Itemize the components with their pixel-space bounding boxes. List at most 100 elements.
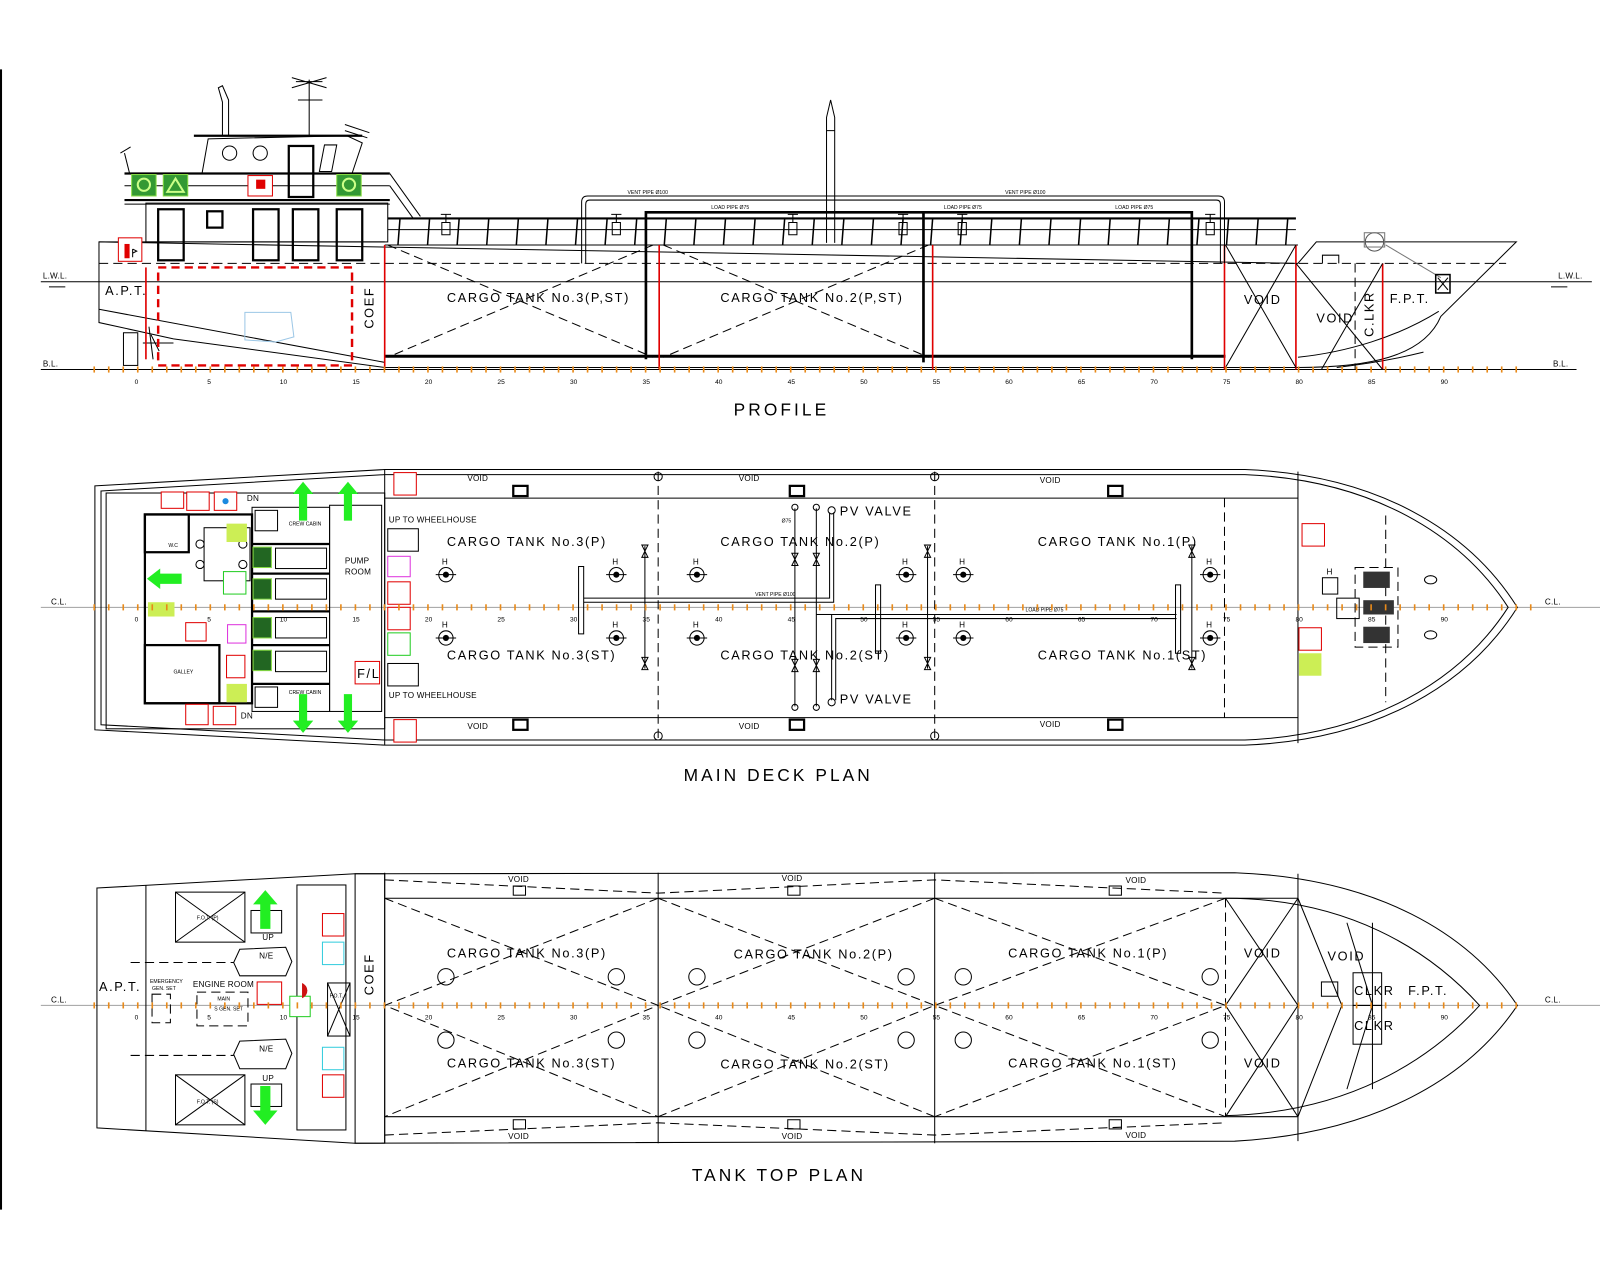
void-label: VOID	[1040, 720, 1061, 729]
tank1-port-label: CARGO TANK No.1(P)	[1008, 945, 1168, 960]
frame-number-label: 45	[788, 617, 796, 624]
load-pipe-label: LOAD PIPE Ø75	[711, 205, 749, 211]
fire-valve-icon	[185, 703, 209, 726]
cl-label-left: C.L.	[51, 597, 67, 606]
escape-arrow-up-icon	[253, 890, 278, 929]
void-label: VOID	[782, 1132, 803, 1141]
frame-number-label: 55	[933, 379, 941, 386]
frame-number-label: 30	[570, 617, 578, 624]
gate-valve-icon	[812, 552, 821, 566]
stairs-down-stbd	[254, 686, 279, 708]
cargo-mast	[826, 99, 836, 243]
suction-well	[688, 968, 706, 986]
rail-post	[1018, 218, 1023, 246]
apt-label: A.P.T.	[105, 283, 147, 298]
manhole	[512, 484, 529, 498]
main-engine-stbd	[233, 1038, 293, 1070]
wheelhouse-door	[287, 144, 315, 199]
deckhouse	[145, 202, 389, 243]
bunk	[275, 617, 328, 639]
wc-room	[143, 513, 190, 554]
deckhouse-outline	[105, 492, 386, 730]
frame-number-label: 15	[352, 1015, 360, 1022]
profile-view: L.W.L. L.W.L. B.L. B.L.	[40, 77, 1592, 419]
frame-number-label: 90	[1441, 379, 1449, 386]
frame-number-label: 55	[933, 1015, 941, 1022]
frame-number-label: 65	[1078, 1015, 1086, 1022]
cargo-tank-3-label: CARGO TANK No.3(P,ST)	[447, 290, 630, 305]
frame-number-label: 70	[1150, 379, 1158, 386]
rail-post	[841, 218, 845, 246]
frame-number-label: 30	[570, 379, 578, 386]
manhole	[512, 718, 529, 731]
frame-number-label: 15	[352, 617, 360, 624]
cl-label-right: C.L.	[1545, 995, 1561, 1004]
deck-valve-icon	[440, 213, 452, 236]
tank3-cross	[387, 244, 654, 358]
up-label-stbd: UP	[262, 1074, 274, 1083]
deckhouse-window	[206, 210, 224, 229]
void-manholes	[512, 885, 1122, 1130]
fire-locker-icon	[393, 472, 417, 496]
frame-number-label: 10	[280, 379, 288, 386]
up-label-port: UP	[262, 933, 274, 942]
frame-number-label: 85	[1368, 1015, 1376, 1022]
rail-post	[752, 218, 756, 246]
profile-title: PROFILE	[734, 399, 830, 419]
rail-post	[811, 218, 816, 246]
hydrant-label: H	[959, 621, 965, 630]
fire-pump-icon	[256, 981, 283, 1005]
rail-post	[781, 218, 786, 246]
wc-label: W.C	[168, 543, 178, 549]
fire-extinguisher-icon	[321, 1074, 345, 1098]
gate-valve-icon	[1187, 656, 1196, 671]
fire-valve-icon	[186, 491, 210, 511]
main-deck-title: MAIN DECK PLAN	[684, 765, 873, 785]
fuel-oil-tank-center	[327, 982, 351, 1037]
tank2-stbd-label: CARGO TANK No.2(ST)	[720, 1057, 889, 1072]
gate-valve-icon	[812, 658, 821, 673]
wheelhouse-front-window	[318, 144, 338, 172]
void-label: VOID	[739, 722, 760, 731]
crew-cabin-block	[251, 506, 331, 712]
hawse-pipe	[1423, 630, 1438, 640]
rail-post	[1196, 218, 1200, 246]
emergency-gen-label-2: GEN. SET	[152, 986, 176, 992]
alarm-bell-icon	[227, 624, 247, 644]
gate-valve-icon	[791, 658, 799, 673]
rail-post	[1225, 218, 1230, 246]
hydrant-label: H	[612, 557, 618, 566]
pipe-end-icon	[812, 703, 820, 711]
windlass-icon	[1354, 567, 1399, 648]
frame-number-label: 35	[643, 617, 651, 624]
emergency-stop-icon	[289, 995, 311, 1018]
tank3-stbd-label: CARGO TANK No.3(ST)	[447, 1056, 616, 1071]
deckhouse-door-1	[157, 208, 185, 262]
rail-post	[1166, 218, 1171, 246]
load-pipe	[644, 210, 1194, 360]
bl-label-left: B.L.	[43, 359, 58, 368]
suction-well	[897, 1031, 915, 1049]
rail-post	[1077, 218, 1082, 246]
galley-room	[143, 643, 221, 705]
hull-outline-deck	[94, 469, 1518, 746]
load-pipe-tee	[875, 584, 882, 654]
fuel-oil-tank-port-cross	[175, 891, 246, 943]
lifejacket-icon	[252, 649, 272, 672]
lifejacket-icon	[252, 617, 272, 639]
void-label-a: VOID	[1244, 292, 1282, 307]
frame-number-label: 45	[788, 379, 796, 386]
up-to-wheelhouse-port: UP TO WHEELHOUSE	[389, 516, 477, 525]
void-cross-a	[1225, 244, 1297, 368]
hull-outline-tank-top	[96, 872, 1518, 1144]
frame-number-label: 25	[497, 379, 505, 386]
frame-number-label: 40	[715, 617, 723, 624]
anchor-icon	[1434, 273, 1451, 294]
load-pipe-label-3: LOAD PIPE Ø75	[1115, 205, 1153, 211]
rail-post	[456, 218, 460, 246]
fire-hydrant-icon	[1298, 653, 1322, 676]
vent-head-icon	[930, 472, 940, 482]
rail-post	[870, 218, 875, 246]
fpt-label: F.P.T.	[1390, 291, 1430, 306]
